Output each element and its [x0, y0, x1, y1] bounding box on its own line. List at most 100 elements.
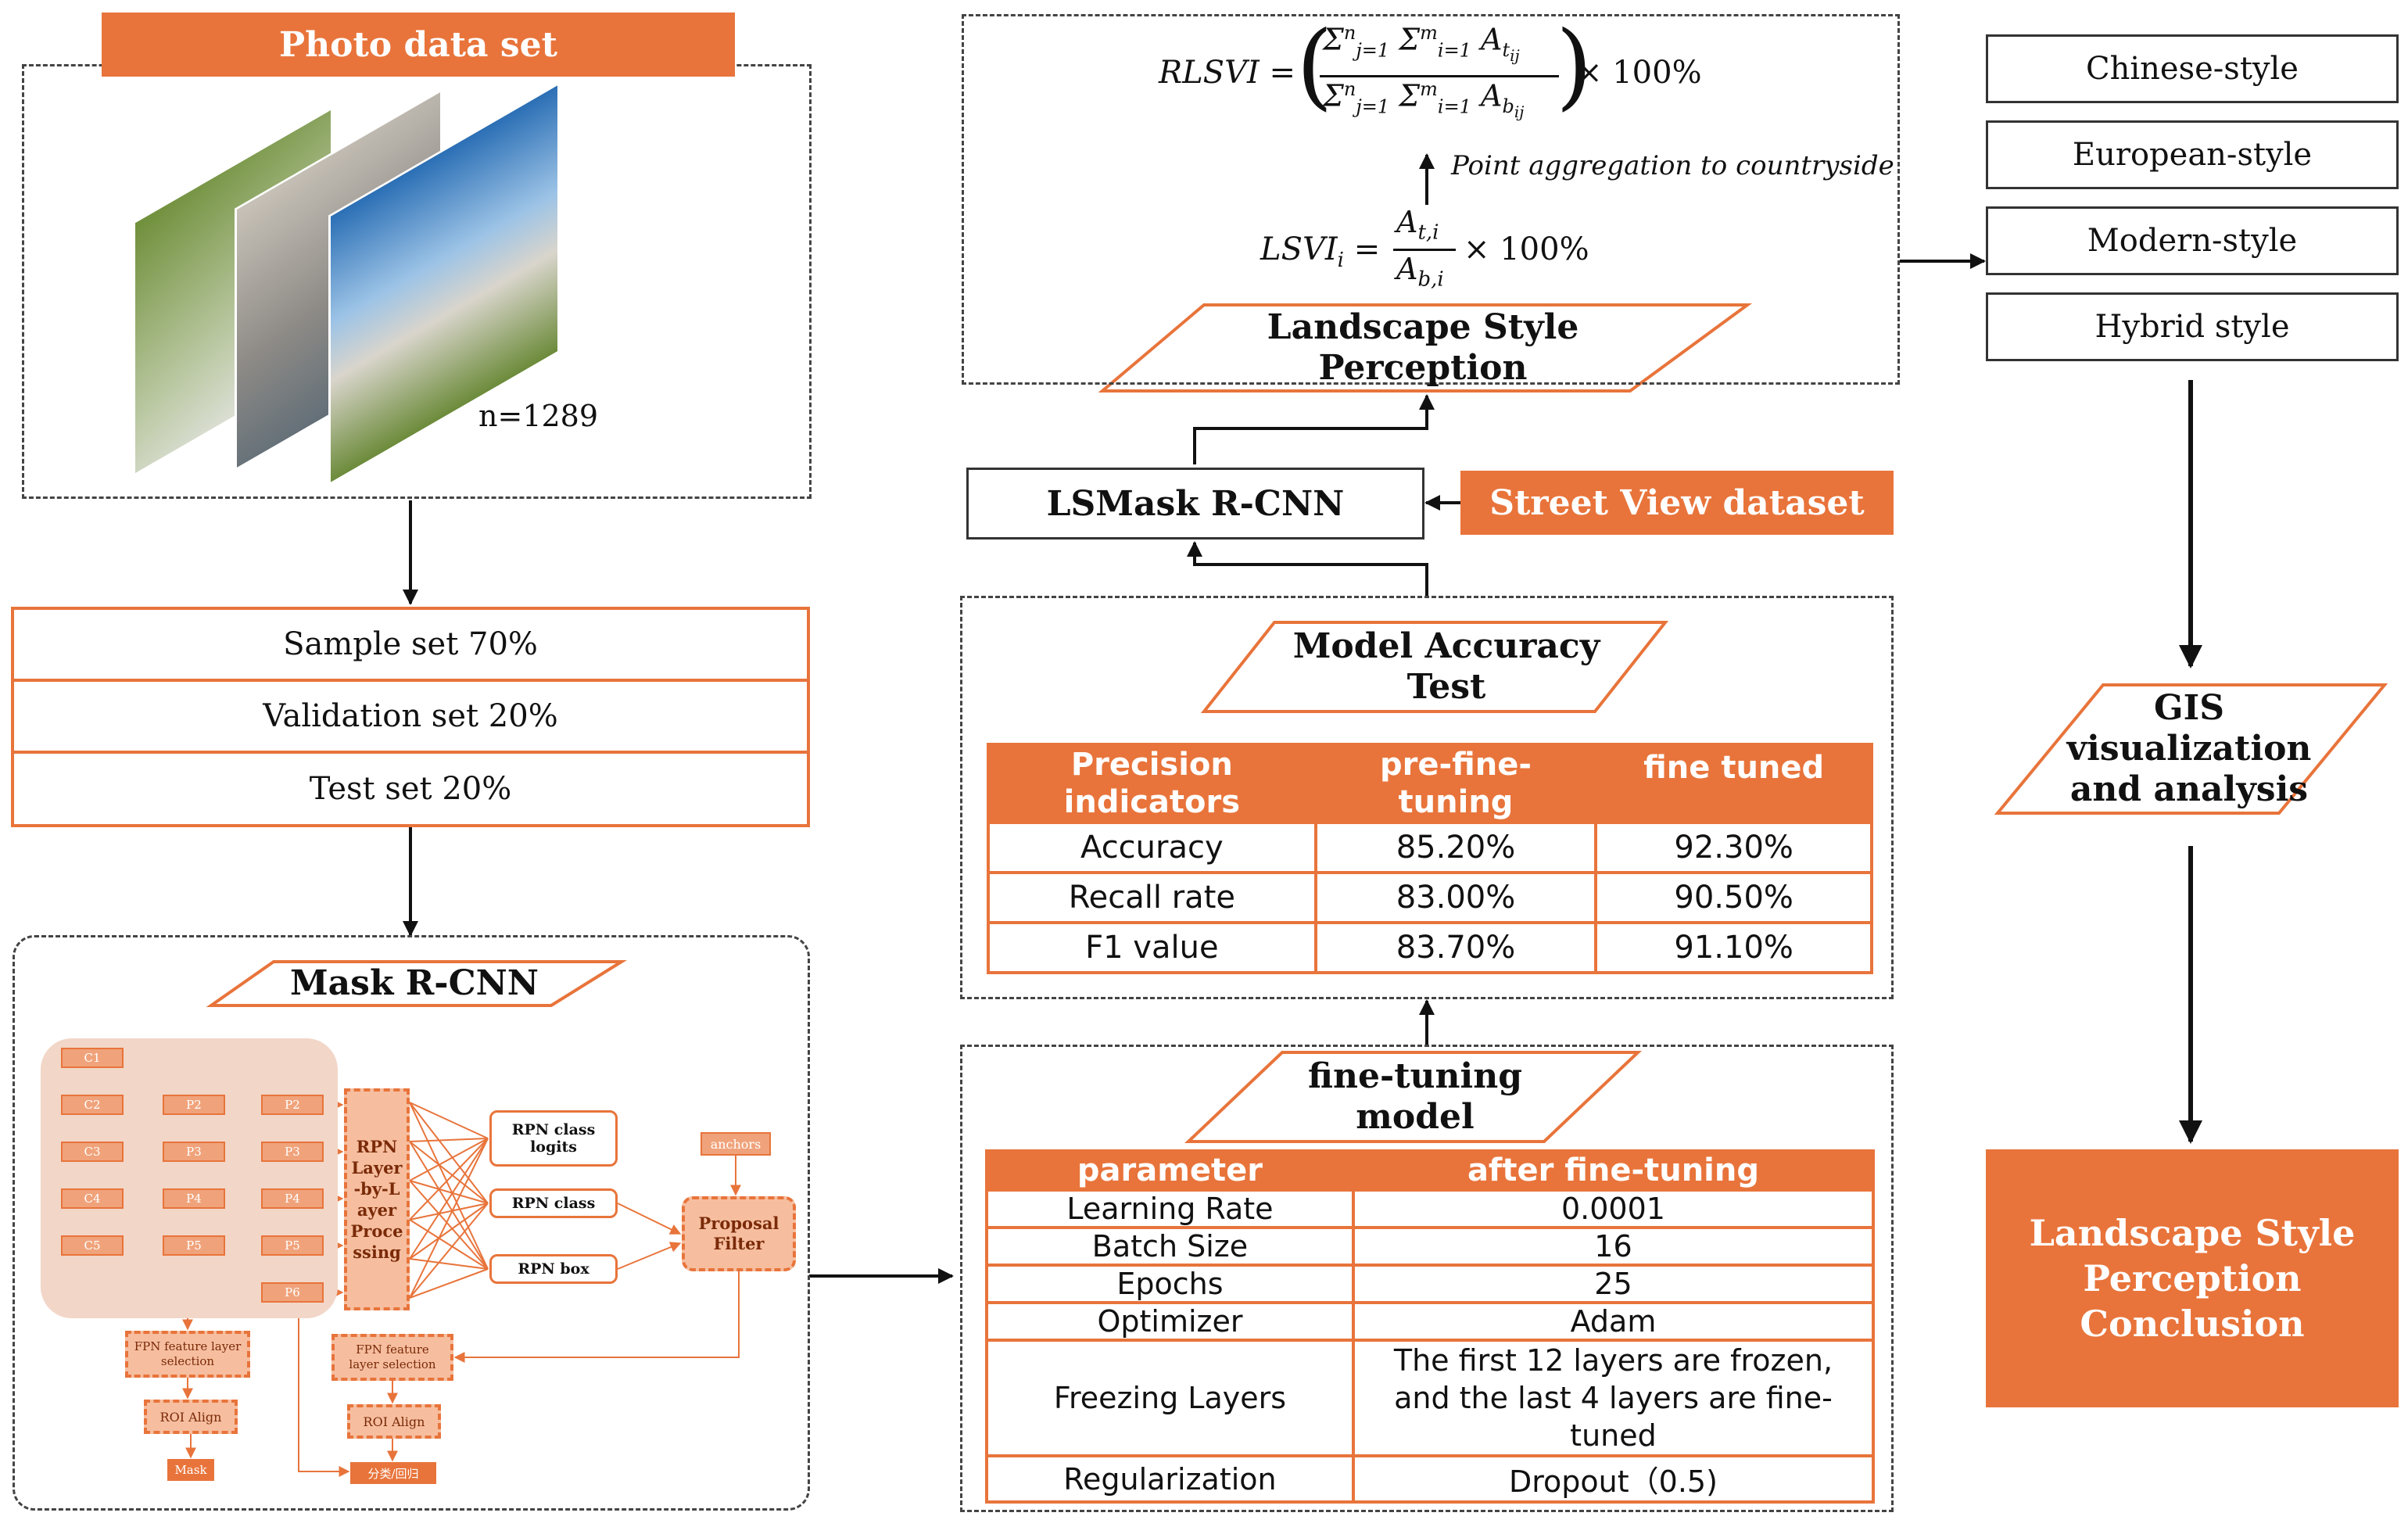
wire-class-filter [617, 1203, 682, 1235]
anchors-box: anchors [701, 1132, 771, 1156]
fine-tuning-title-shape [1184, 1051, 1643, 1143]
gis-title: GIS visualization and analysis [2066, 688, 2312, 809]
table-row: Learning Rate 0.0001 [985, 1188, 1876, 1229]
indicator-name: F1 value [987, 921, 1317, 974]
table-row: Optimizer Adam [985, 1301, 1876, 1342]
style-modern: Modern-style [1986, 206, 2399, 275]
cls-reg-output: 分类/回归 [350, 1462, 436, 1484]
indicator-post: 91.10% [1594, 921, 1873, 974]
fine-tuning-header-parameter: parameter [985, 1149, 1355, 1192]
arrow-lsmask-to-perception [1193, 394, 1435, 464]
lsvi-symbol: LSVI [1260, 231, 1338, 267]
lsvi-den-subscript: b,i [1417, 267, 1444, 292]
pyramid-out-p4: P4 [261, 1188, 324, 1209]
lsvi-num-symbol: A [1396, 205, 1418, 239]
param-name: Optimizer [985, 1301, 1355, 1342]
style-european: European-style [1986, 120, 2399, 189]
table-row: Freezing Layers The first 12 layers are … [985, 1339, 1876, 1457]
wire-box-filter [617, 1242, 682, 1270]
pyramid-mid-p3: P3 [163, 1142, 225, 1162]
backbone-region [41, 1038, 338, 1318]
accuracy-title-shape [1200, 621, 1669, 713]
wire-rpn-fan-3-1 [409, 1203, 489, 1221]
lsmask-box: LSMask R-CNN [966, 468, 1424, 539]
photo-count: n=1289 [478, 399, 599, 433]
rlsvi-times100: × 100% [1576, 55, 1702, 91]
indicator-pre: 83.00% [1313, 871, 1598, 924]
param-name: Regularization [985, 1454, 1355, 1504]
accuracy-header-row: Precision indicators pre-fine-tuning fin… [987, 743, 1873, 824]
photo-dataset-title: Photo data set [102, 13, 735, 77]
wire-rpn-fan-1-0 [409, 1138, 489, 1142]
lsvi-denominator: Ab,i [1396, 252, 1444, 292]
fine-tuning-title: fine-tuning model [1307, 1056, 1522, 1137]
rlsvi-lhs: RLSVI = [1159, 55, 1295, 91]
split-list: Sample set 70% Validation set 20% Test s… [11, 607, 810, 827]
wire-rpn-fan-3-0 [409, 1138, 489, 1221]
pyramid-mid-p5: P5 [163, 1235, 225, 1256]
accuracy-title: Model Accuracy Test [1292, 626, 1600, 707]
backbone-c3: C3 [61, 1142, 124, 1162]
wire-fpn1-cls [298, 1315, 350, 1477]
pyramid-out-p2: P2 [261, 1095, 324, 1115]
param-name: Batch Size [985, 1226, 1355, 1267]
wire-rpn-fan-0-0 [409, 1102, 489, 1139]
mask-rcnn-title-shape [206, 960, 627, 1007]
perception-title: Landscape Style Perception [1267, 307, 1579, 388]
param-value: 25 [1351, 1264, 1876, 1304]
lsvi-lhs: LSVIi = [1260, 231, 1381, 272]
wire-rpn-fan-1-1 [409, 1141, 489, 1204]
wire-rpn-fan-2-0 [409, 1138, 489, 1181]
wire-rpn-fan-3-2 [409, 1219, 489, 1270]
indicator-name: Accuracy [987, 821, 1317, 874]
wire-rpn-fan-0-2 [409, 1102, 489, 1270]
backbone-c2: C2 [61, 1095, 124, 1115]
wire-rpn-fan-1-2 [409, 1141, 489, 1270]
accuracy-header-indicator: Precision indicators [987, 743, 1317, 824]
table-row: Epochs 25 [985, 1264, 1876, 1304]
gis-title-shape [1994, 683, 2388, 815]
perception-title-shape [1098, 303, 1753, 393]
wire-rpn-fan-4-0 [409, 1138, 489, 1260]
proposal-filter-block: Proposal Filter [682, 1196, 796, 1271]
rlsvi-open-paren: ( [1296, 12, 1333, 120]
rpn-layer-block: RPN Layer-by-Layer Processing [344, 1088, 410, 1310]
param-name: Learning Rate [985, 1188, 1355, 1229]
rlsvi-close-paren: ) [1556, 12, 1593, 120]
rpn-class-box: RPN class [489, 1188, 618, 1218]
wire-rpn-fan-4-1 [409, 1203, 489, 1260]
table-row: Regularization Dropout（0.5) [985, 1454, 1876, 1504]
fine-tuning-header-value: after fine-tuning [1351, 1149, 1876, 1192]
pyramid-out-p6: P6 [261, 1282, 324, 1303]
param-value: Adam [1351, 1301, 1876, 1342]
lsvi-numerator: At,i [1396, 205, 1439, 245]
accuracy-header-pre: pre-fine-tuning [1313, 743, 1598, 824]
backbone-c4: C4 [61, 1188, 124, 1209]
param-value: The first 12 layers are frozen, and the … [1351, 1339, 1876, 1457]
wire-rpn-fan-4-2 [409, 1258, 489, 1270]
wire-rpn-fan-5-0 [409, 1138, 489, 1299]
pyramid-mid-p4: P4 [163, 1188, 225, 1209]
rpn-box-box: RPN box [489, 1254, 618, 1284]
lsvi-subscript: i [1337, 249, 1344, 272]
pyramid-out-p3: P3 [261, 1142, 324, 1162]
fpn-select-2: FPN feature layer selection [331, 1334, 453, 1381]
indicator-pre: 85.20% [1313, 821, 1598, 874]
fine-tuning-table: parameter after fine-tuning Learning Rat… [985, 1149, 1876, 1504]
lsvi-num-subscript: t,i [1417, 220, 1439, 245]
conclusion-box: Landscape Style Perception Conclusion [1986, 1149, 2399, 1407]
pyramid-out-p5: P5 [261, 1235, 324, 1256]
style-hybrid: Hybrid style [1986, 292, 2399, 361]
split-sample: Sample set 70% [11, 607, 810, 682]
pyramid-mid-p2: P2 [163, 1095, 225, 1115]
backbone-c5: C5 [61, 1235, 124, 1256]
fine-tuning-panel [960, 1045, 1894, 1512]
param-value: Dropout（0.5) [1351, 1454, 1876, 1504]
wire-rpn-fan-2-1 [409, 1180, 489, 1204]
accuracy-header-post: fine tuned [1594, 743, 1873, 824]
rlsvi-numerator: Σnj=1 Σmi=1 Atij [1323, 22, 1520, 66]
lsvi-fraction-bar [1393, 249, 1456, 251]
lsvi-den-symbol: A [1396, 252, 1418, 286]
param-value: 0.0001 [1351, 1188, 1876, 1229]
